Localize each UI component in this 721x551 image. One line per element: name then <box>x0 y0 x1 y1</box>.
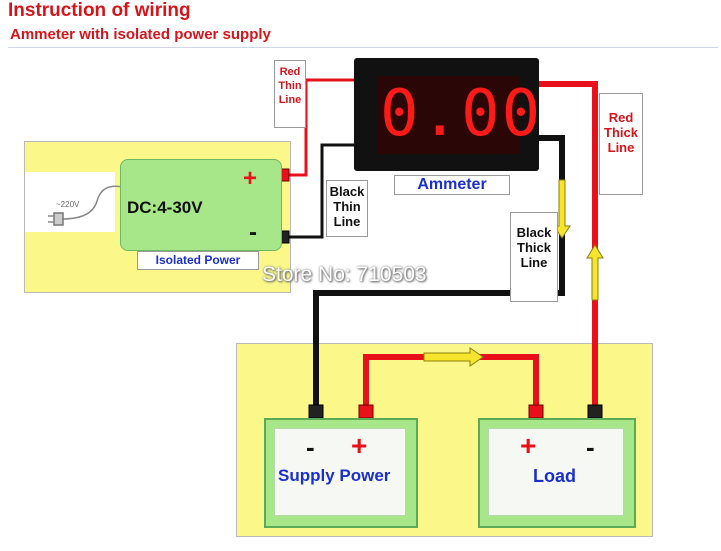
ammeter-display <box>378 76 520 154</box>
red-load-wire <box>363 354 539 410</box>
store-watermark: Store No: 710503 <box>262 263 427 286</box>
load-minus-symbol: - <box>586 432 595 462</box>
load-label: Load <box>533 466 576 486</box>
header-divider <box>8 47 718 48</box>
red-thin-wire <box>288 78 354 177</box>
psu-voltage: DC:4-30V <box>127 198 203 217</box>
page-subtitle: Ammeter with isolated power supply <box>10 26 271 43</box>
black-thin-wire <box>288 143 354 239</box>
supply-power-inner <box>274 428 406 516</box>
flow-arrows <box>423 179 604 367</box>
psu-plus-symbol: + <box>243 165 258 192</box>
isolated-power-label: Isolated Power <box>137 251 259 270</box>
psu-minus-symbol: - <box>249 219 257 246</box>
load-inner <box>488 428 624 516</box>
supply-plus-terminal <box>358 404 374 419</box>
black-thick-wire <box>313 135 565 410</box>
load-minus-terminal <box>587 404 603 419</box>
supply-minus-terminal <box>308 404 324 419</box>
arrow-right <box>423 347 484 367</box>
plug-icon <box>48 185 123 226</box>
power-cord-area <box>25 172 115 232</box>
arrow-down <box>553 179 571 239</box>
arrow-up <box>586 244 604 301</box>
supply-power-label: Supply Power <box>278 466 391 485</box>
page-title: Instruction of wiring <box>8 0 191 21</box>
supply-plus-symbol: + <box>351 430 368 461</box>
mains-voltage-label: ~220V <box>56 200 80 209</box>
ammeter-reading: 0.00 <box>380 77 543 151</box>
load-plus-terminal <box>528 404 544 419</box>
isolated-power-supply <box>120 159 282 251</box>
load-plus-symbol: + <box>520 430 537 461</box>
ammeter-label: Ammeter <box>394 175 510 195</box>
supply-minus-symbol: - <box>306 432 315 462</box>
red-thick-wire <box>539 81 598 410</box>
